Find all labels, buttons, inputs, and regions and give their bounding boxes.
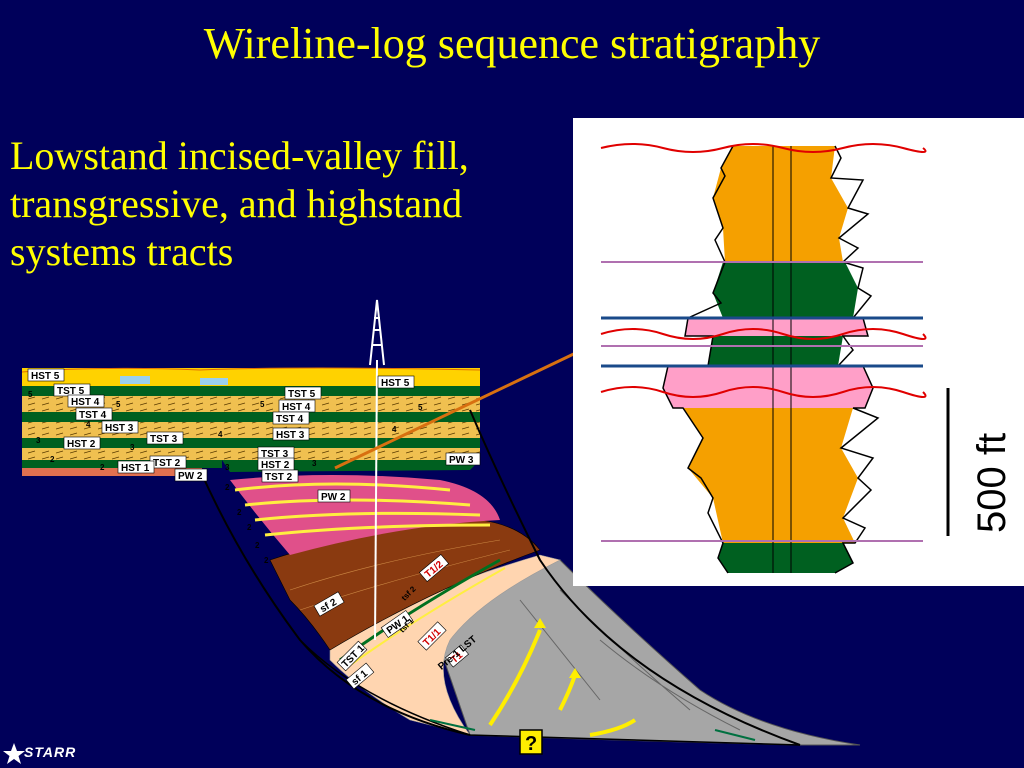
label-hst3-left: HST 3 bbox=[105, 423, 134, 434]
label-tst2-left: TST 2 bbox=[153, 458, 181, 469]
logo-text: STARR bbox=[24, 744, 77, 760]
shale-fill-1 bbox=[713, 262, 858, 318]
starr-logo: STARR bbox=[2, 740, 92, 768]
valley-wall-right bbox=[469, 409, 801, 746]
svg-text:2: 2 bbox=[247, 523, 252, 532]
label-hst3-right: HST 3 bbox=[276, 430, 305, 441]
label-pw3: PW 3 bbox=[449, 455, 474, 466]
slide-title: Wireline-log sequence stratigraphy bbox=[203, 19, 821, 68]
label-hst4-right: HST 4 bbox=[282, 402, 311, 413]
log-curve-right bbox=[829, 145, 880, 574]
pink-fill-1 bbox=[685, 318, 868, 336]
label-pw2-right: PW 2 bbox=[321, 492, 346, 503]
svg-text:3: 3 bbox=[36, 436, 41, 445]
label-hst1: HST 1 bbox=[121, 463, 150, 474]
label-tst5-right: TST 5 bbox=[288, 389, 316, 400]
pink-fill-2 bbox=[663, 366, 873, 408]
label-tst2-right: TST 2 bbox=[265, 472, 293, 483]
label-pw2-left: PW 2 bbox=[178, 471, 203, 482]
red-surface-top bbox=[600, 143, 927, 153]
red-surface-mid bbox=[600, 328, 927, 340]
sand-fill-lower bbox=[683, 408, 858, 543]
label-hst2-left: HST 2 bbox=[67, 439, 96, 450]
slide-subtitle: Lowstand incised-valley fill, transgress… bbox=[10, 133, 469, 274]
log-curve-left bbox=[662, 145, 734, 574]
question-mark: ? bbox=[525, 733, 537, 755]
label-tst5-left: TST 5 bbox=[57, 386, 85, 397]
svg-text:4: 4 bbox=[392, 425, 397, 434]
sand-fill-upper bbox=[713, 146, 848, 262]
svg-text:3: 3 bbox=[130, 443, 135, 452]
red-surface-lower bbox=[600, 386, 927, 398]
star-icon bbox=[3, 743, 25, 764]
scale-label: 500 ft bbox=[970, 433, 1014, 533]
svg-text:2: 2 bbox=[237, 508, 242, 517]
svg-text:3: 3 bbox=[312, 459, 317, 468]
label-hst5-left: HST 5 bbox=[31, 371, 60, 382]
svg-text:4: 4 bbox=[86, 420, 91, 429]
label-tst4-right: TST 4 bbox=[276, 414, 304, 425]
label-tst3-right: TST 3 bbox=[261, 449, 289, 460]
label-tst3-left: TST 3 bbox=[150, 434, 178, 445]
svg-text:2: 2 bbox=[225, 483, 230, 492]
well-line bbox=[374, 359, 378, 641]
svg-text:5: 5 bbox=[260, 400, 265, 409]
svg-text:4: 4 bbox=[218, 430, 223, 439]
question-box bbox=[519, 729, 543, 755]
derrick-icon bbox=[369, 299, 385, 366]
shale-fill-2 bbox=[708, 336, 843, 366]
label-hst2-right: HST 2 bbox=[261, 460, 290, 471]
shale-fill-3 bbox=[718, 543, 853, 573]
svg-text:3: 3 bbox=[225, 463, 230, 472]
label-tst4-left: TST 4 bbox=[79, 410, 107, 421]
label-hst4-left: HST 4 bbox=[71, 397, 100, 408]
svg-text:2: 2 bbox=[255, 541, 260, 550]
svg-text:5: 5 bbox=[28, 390, 33, 399]
channel-markers: 5 4 5 4 5 3 3 2 2 3 3 5 4 2 2 2 2 2 bbox=[28, 390, 423, 565]
svg-text:2: 2 bbox=[264, 556, 269, 565]
correlation-line bbox=[334, 348, 583, 470]
wireline-log-panel: 500 ft bbox=[573, 118, 1024, 586]
svg-text:5: 5 bbox=[418, 403, 423, 412]
svg-text:5: 5 bbox=[116, 400, 121, 409]
label-hst5-right: HST 5 bbox=[381, 378, 410, 389]
svg-text:2: 2 bbox=[100, 463, 105, 472]
svg-text:2: 2 bbox=[50, 455, 55, 464]
